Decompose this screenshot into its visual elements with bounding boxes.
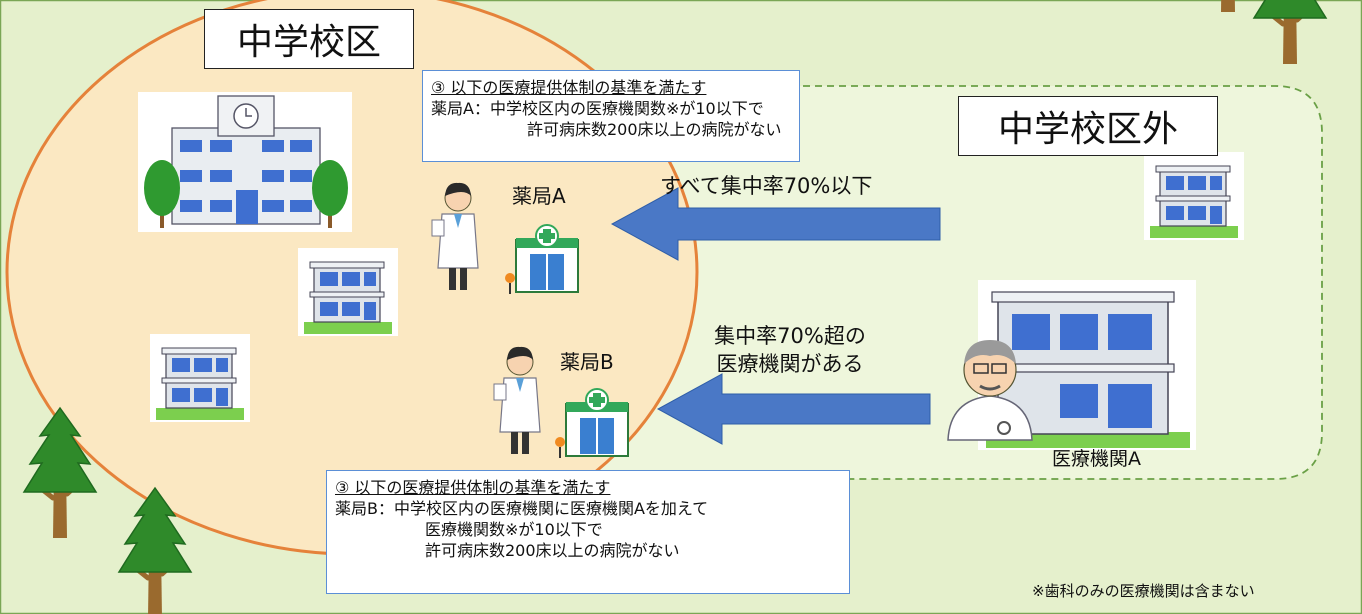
pharmacy-b-label: 薬局B (560, 350, 614, 374)
pharmacy-b-criteria-line: 許可病床数200床以上の病院がない (425, 541, 680, 560)
pharmacy-a-criteria-line: 許可病床数200床以上の病院がない (527, 120, 782, 139)
clinic-building-icon (1143, 151, 1245, 241)
pharmacy-b-criteria-heading: ③ 以下の医療提供体制の基準を満たす (335, 478, 611, 497)
clinic-building-icon (297, 247, 399, 337)
pharmacy-a-criteria-line: 薬局A：中学校区内の医療機関数※が10以下で (431, 99, 764, 118)
pharmacy-b-criteria-box: ③ 以下の医療提供体制の基準を満たす 薬局B：中学校区内の医療機関に医療機関Aを… (326, 470, 850, 594)
school-district-title: 中学校区 (204, 9, 414, 69)
pharmacy-store-icon (504, 224, 579, 295)
school-district-title-text: 中学校区 (236, 22, 381, 63)
tree-icon (24, 408, 96, 538)
pharmacy-a-criteria-box: ③ 以下の医療提供体制の基準を満たす 薬局A：中学校区内の医療機関数※が10以下… (422, 70, 800, 162)
pharmacy-b-criteria-line: 薬局B：中学校区内の医療機関に医療機関Aを加えて (335, 499, 709, 518)
tree-icon (1192, 0, 1264, 12)
arrow-top-label: すべて集中率70%以下 (660, 174, 873, 198)
doctor-icon (947, 340, 1033, 441)
pharmacy-store-icon (554, 388, 629, 459)
arrow-bottom-label-line: 集中率70%超の (714, 324, 866, 348)
tree-icon (119, 488, 191, 614)
clinic-building-icon (149, 333, 251, 423)
outside-district-title-text: 中学校区外 (997, 109, 1178, 150)
footnote: ※歯科のみの医療機関は含まない (1032, 582, 1255, 600)
outside-district-title: 中学校区外 (958, 96, 1218, 156)
hospital-a-label: 医療機関A (1052, 448, 1141, 470)
arrow-to-pharmacy-b (656, 373, 931, 445)
tree-icon (1254, 0, 1326, 64)
arrow-bottom-label: 集中率70%超の 医療機関がある (690, 322, 890, 378)
arrow-bottom-label-line: 医療機関がある (716, 352, 864, 376)
pharmacy-a-label: 薬局A (512, 184, 566, 208)
pharmacist-man-icon (431, 182, 479, 291)
arrow-to-pharmacy-a (610, 187, 941, 261)
pharmacy-a-criteria-heading: ③ 以下の医療提供体制の基準を満たす (431, 78, 707, 97)
pharmacist-woman-icon (493, 346, 541, 455)
pharmacy-b-criteria-line: 医療機関数※が10以下で (425, 520, 603, 539)
school-building-icon (138, 92, 352, 232)
